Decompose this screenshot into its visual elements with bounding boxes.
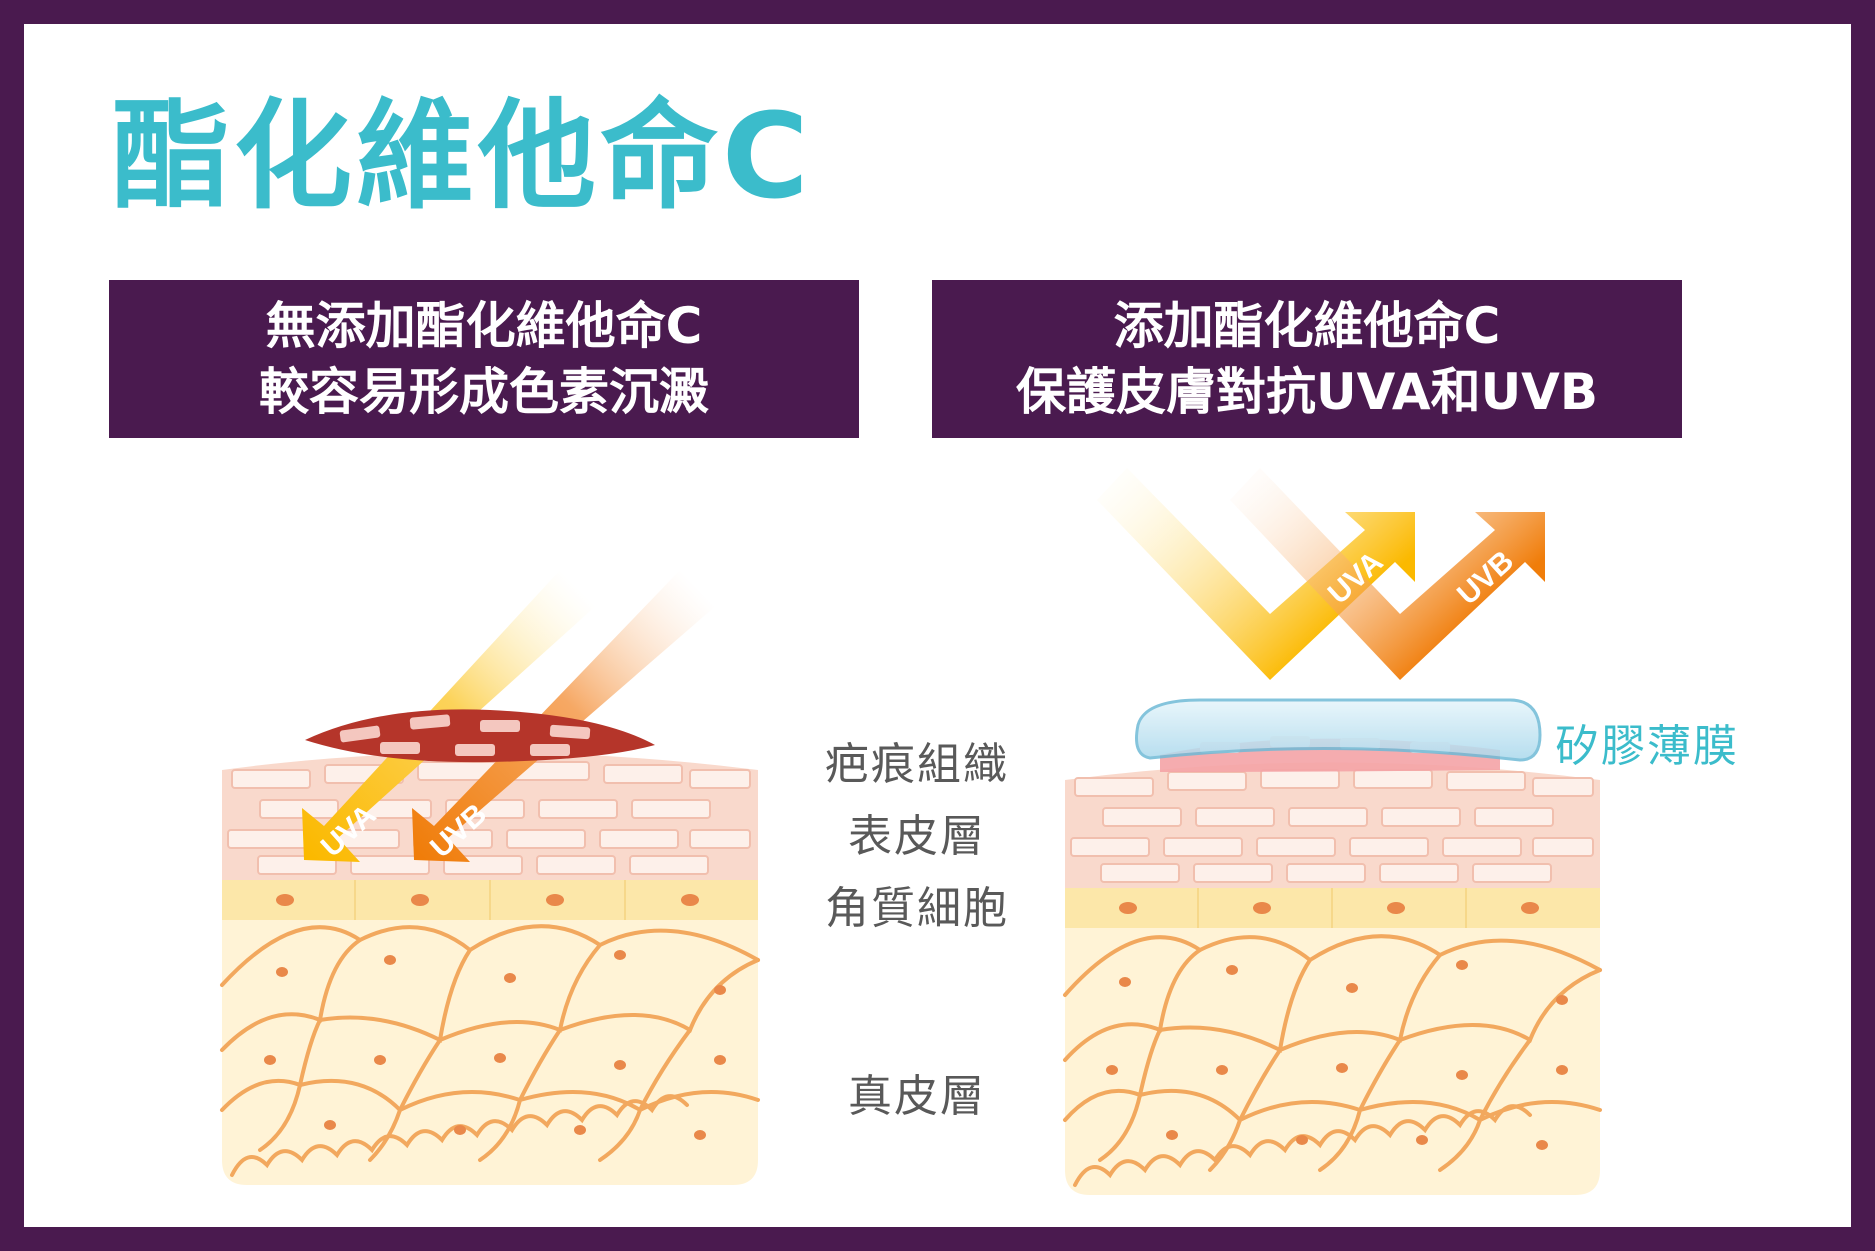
right-panel-banner: 添加酯化維他命C 保護皮膚對抗UVA和UVB: [932, 280, 1682, 438]
right-keratinocyte-layer: [1065, 888, 1600, 928]
right-panel-line2: 保護皮膚對抗UVA和UVB: [1015, 363, 1598, 421]
right-panel-line1: 添加酯化維他命C: [1113, 297, 1501, 355]
right-dermis: [1063, 928, 1602, 1195]
left-panel-banner: 無添加酯化維他命C 較容易形成色素沉澱: [109, 280, 859, 438]
right-uvb-ray: [1230, 468, 1545, 680]
right-epidermis: [1065, 762, 1600, 888]
right-skin-block: UVA UVB: [1063, 468, 1602, 1195]
left-panel-line1: 無添加酯化維他命C: [265, 297, 703, 355]
left-scar-tissue: [305, 709, 655, 763]
dermis-label: 真皮層: [848, 1071, 986, 1122]
silicone-film: [1135, 698, 1542, 762]
left-uvb-ray: [412, 568, 718, 862]
right-uva-ray: [1097, 468, 1415, 680]
left-skin-block: UVA UVB: [220, 568, 760, 1185]
silicone-film-label: 矽膠薄膜: [1555, 721, 1739, 772]
epidermis-label: 表皮層: [848, 811, 986, 862]
scar-tissue-label: 疤痕組織: [825, 739, 1009, 790]
keratinocyte-label: 角質細胞: [825, 883, 1009, 934]
left-dermis: [220, 920, 760, 1185]
left-keratinocyte-layer: [222, 880, 758, 920]
left-panel-line2: 較容易形成色素沉澱: [259, 363, 709, 421]
page-title: 酯化維他命C: [112, 87, 813, 225]
